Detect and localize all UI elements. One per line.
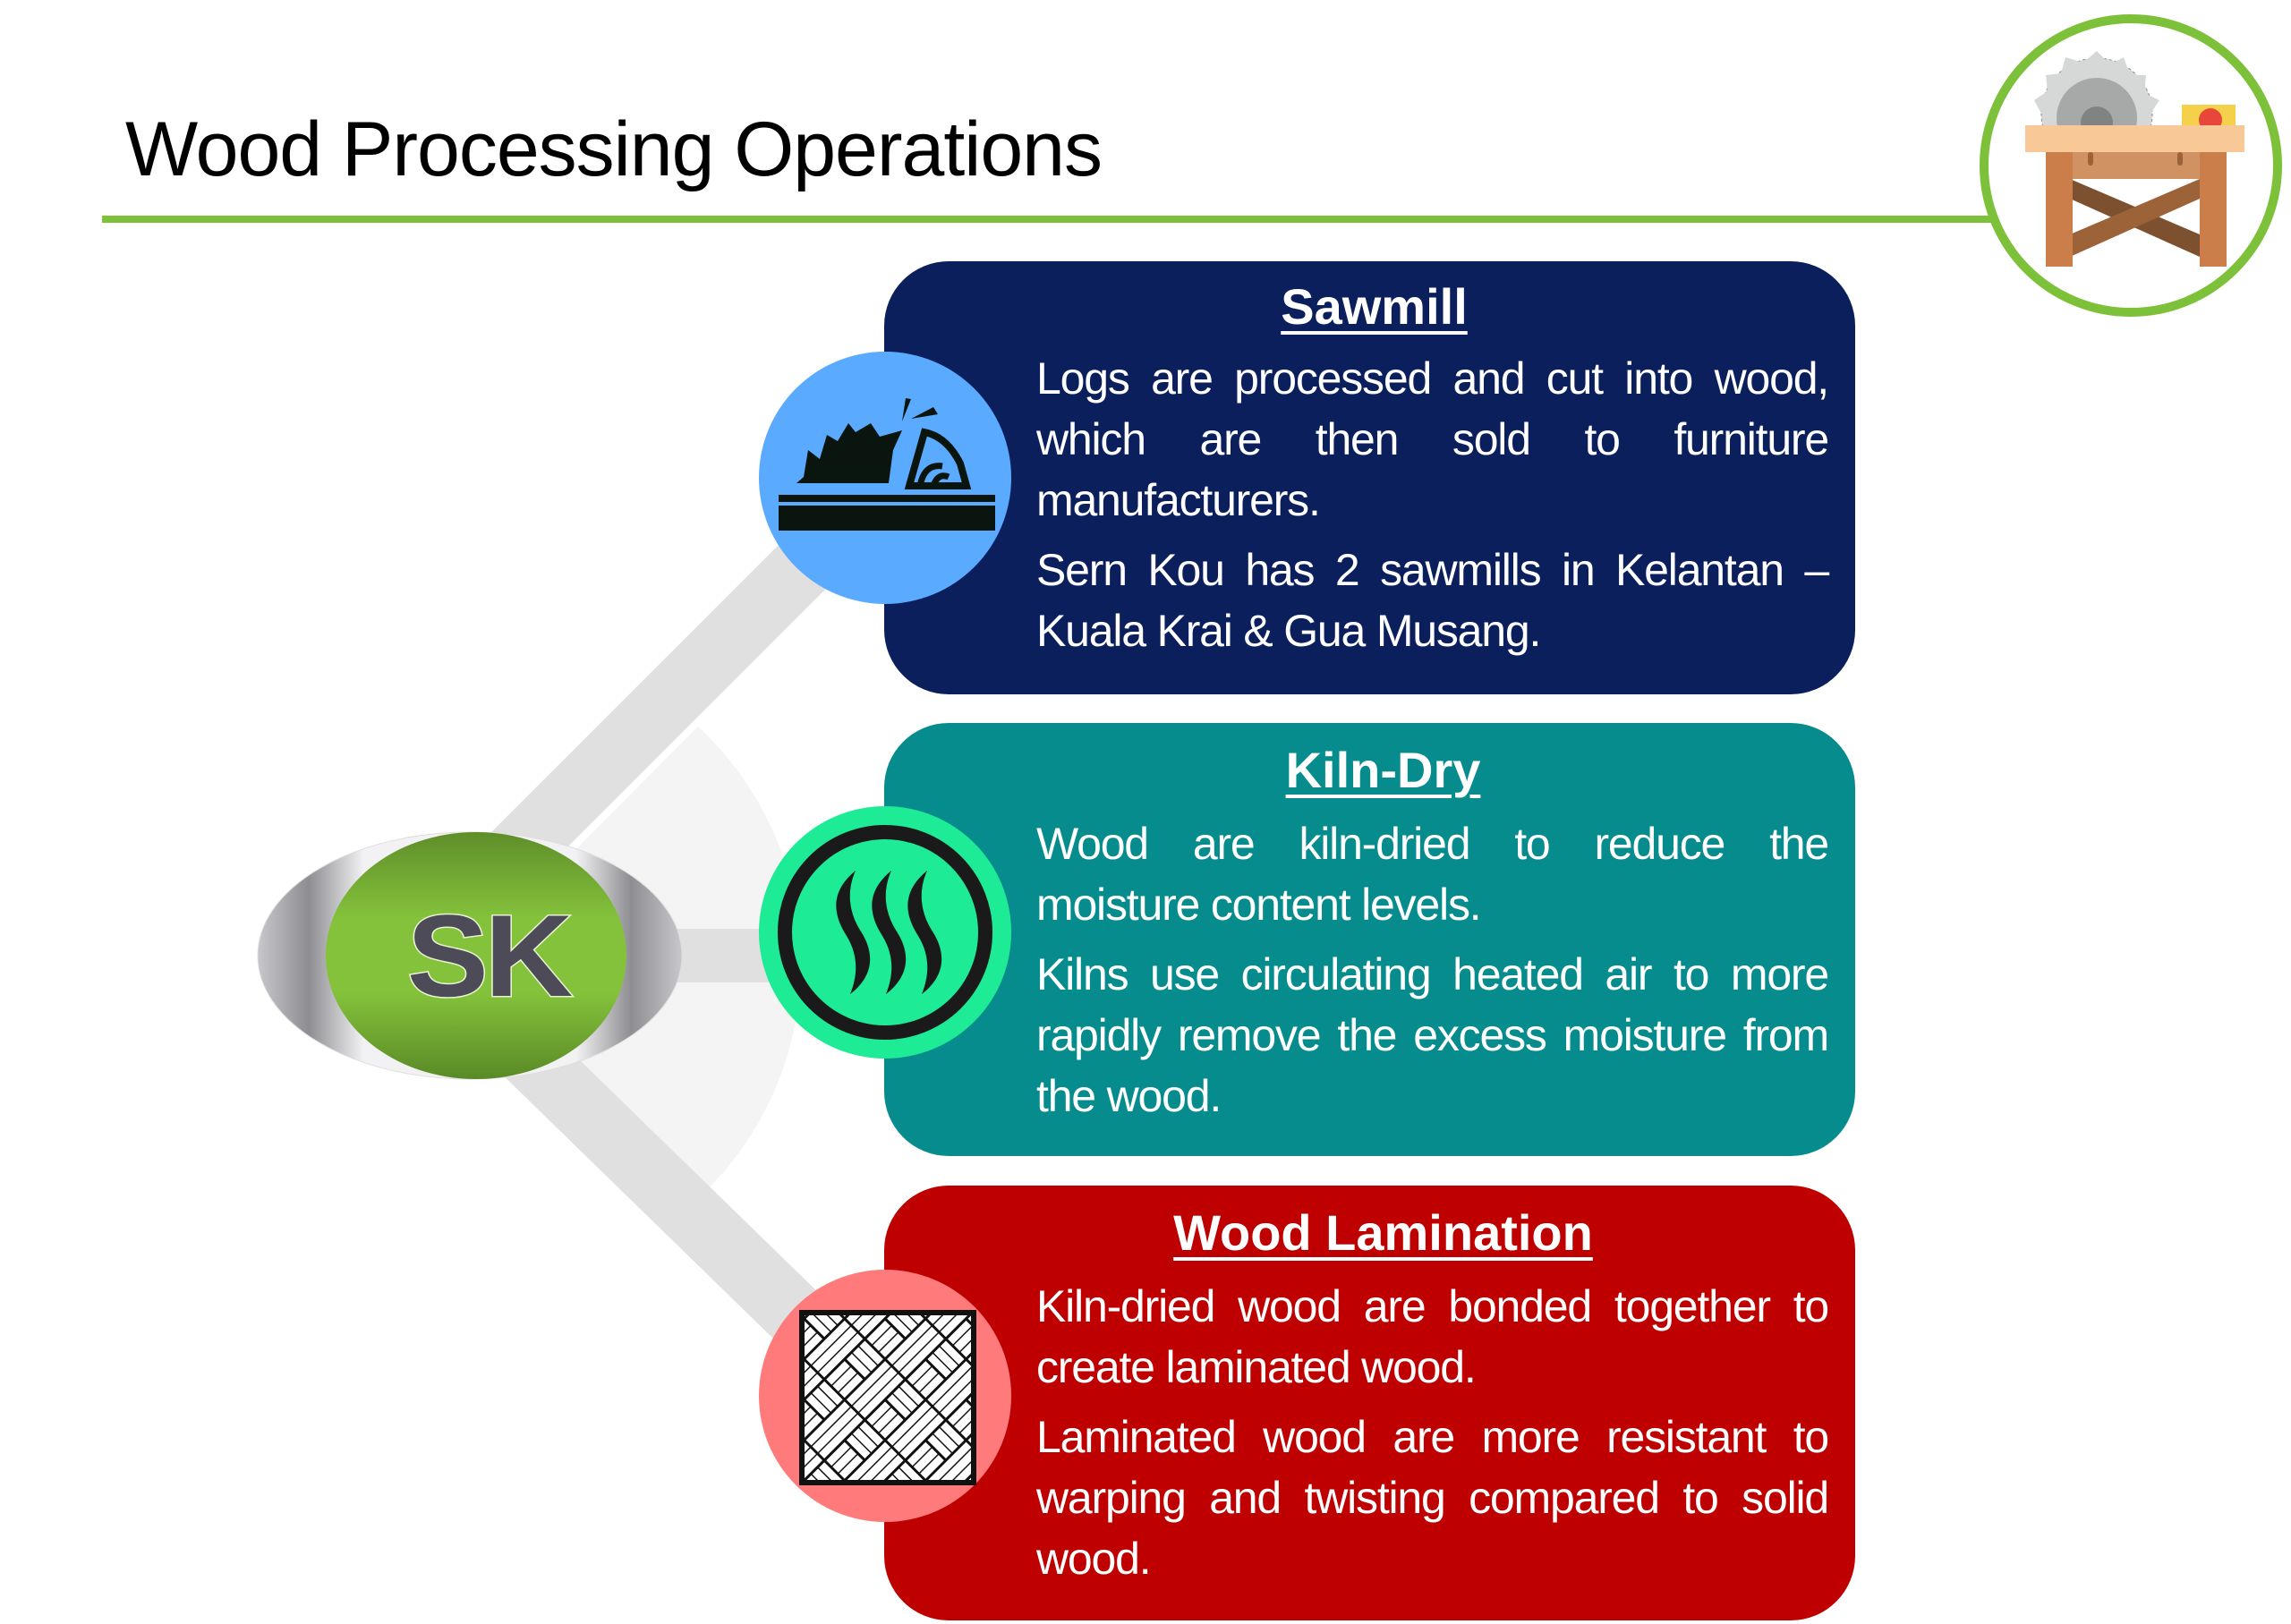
title-underline (102, 216, 2008, 223)
sk-logo: SK (257, 831, 683, 1080)
sk-logo-text: SK (407, 891, 572, 1021)
table-saw-icon (1980, 14, 2282, 317)
parquet-pattern-icon (799, 1310, 976, 1485)
card-wood-lamination: Wood Lamination Kiln-dried wood are bond… (884, 1186, 1855, 1620)
sawmill-icon-badge (759, 352, 1011, 604)
circular-saw-icon (779, 398, 995, 531)
kiln-icon-badge (759, 806, 1011, 1059)
heat-waves-icon (778, 825, 992, 1040)
card-sawmill: Sawmill Logs are processed and cut into … (884, 261, 1855, 694)
page-title: Wood Processing Operations (125, 106, 1103, 192)
card-heading: Wood Lamination (1173, 1204, 1593, 1261)
card-paragraph: Kilns use circulating heated air to more… (1036, 949, 1829, 1121)
card-kiln-dry: Kiln-Dry Wood are kiln-dried to reduce t… (884, 723, 1855, 1156)
card-paragraph: Kiln-dried wood are bonded together to c… (1036, 1281, 1829, 1392)
card-heading: Kiln-Dry (1285, 742, 1481, 798)
card-paragraph: Logs are processed and cut into wood, wh… (1036, 353, 1829, 525)
card-heading: Sawmill (1281, 278, 1468, 335)
card-paragraph: Sern Kou has 2 sawmills in Kelantan – Ku… (1036, 545, 1829, 656)
lamination-icon-badge (759, 1270, 1011, 1522)
card-paragraph: Laminated wood are more resistant to war… (1036, 1412, 1829, 1584)
card-paragraph: Wood are kiln-dried to reduce the moistu… (1036, 819, 1829, 930)
